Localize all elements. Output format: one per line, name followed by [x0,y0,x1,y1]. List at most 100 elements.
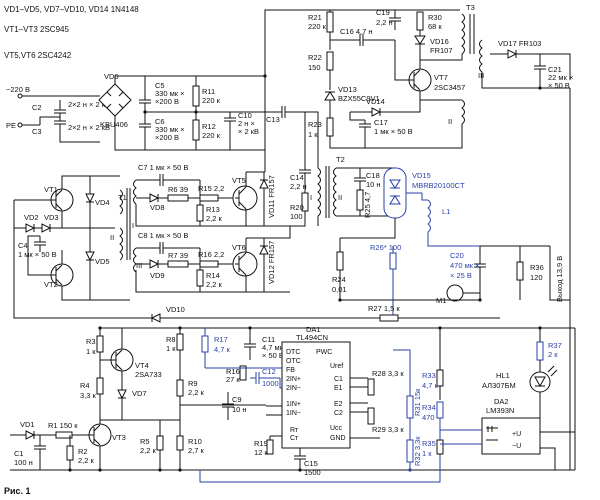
fan-motor-m1: M1 [436,284,464,305]
svg-text:C21: C21 [548,65,562,74]
svg-text:VD9: VD9 [150,271,165,280]
capacitor-c13: C13 [240,106,305,124]
svg-text:PWC: PWC [316,349,332,356]
svg-text:MBRB20100CT: MBRB20100CT [412,181,465,190]
svg-text:R16: R16 [226,367,240,376]
resistor-r19: R19 12 к [254,439,274,457]
diode-vd14: VD14 [350,97,421,117]
resistor-r24: R24 0,01 [332,251,347,300]
svg-text:R19: R19 [254,439,268,448]
resistor-r26: R26* 100 [370,243,401,320]
svg-text:R4: R4 [80,381,90,390]
capacitor-c17: C17 1 мк × 50 В [359,118,413,148]
diode-vd5: VD5 [85,228,110,300]
svg-text:Uref: Uref [330,363,343,370]
svg-text:68 к: 68 к [428,22,442,31]
capacitor-c14: C14 2,2 н [290,112,311,191]
diode-vd2: VD2 [24,213,39,233]
resistor-r31: R31 15к [406,388,422,419]
resistor-r5: R5 2,2 к [140,420,164,470]
pe-label: PE [6,121,16,130]
svg-text:150: 150 [308,63,321,72]
resistor-r8: R8 1 к [166,328,184,360]
capacitor-c11: C11 4,7 мк × × 50 В [244,328,289,360]
svg-text:C1: C1 [334,376,343,383]
svg-text:R28 3,3 к: R28 3,3 к [372,369,404,378]
svg-text:C16 4,7 н: C16 4,7 н [340,27,373,36]
svg-text:BZX55C9V1: BZX55C9V1 [338,94,380,103]
svg-text:Uсс: Uсс [330,425,343,432]
resistor-r13: R13 2,2 к [196,204,223,223]
resistor-r32: R32 3,3к [406,436,422,466]
resistor-r10: R10 2,7 к [176,405,205,470]
svg-text:R13: R13 [206,205,220,214]
svg-text:T1: T1 [118,193,127,202]
capacitor-c20: C20 470 мк × × 25 В [450,246,486,282]
svg-text:R30: R30 [428,13,442,22]
svg-text:C13: C13 [266,115,280,124]
capacitor-c18: C18 10 н [354,168,381,190]
svg-text:R29 3,3 к: R29 3,3 к [372,425,404,434]
svg-text:Cт: Cт [290,435,299,442]
svg-text:100 н: 100 н [14,458,33,467]
svg-text:C8 1 мк × 50 В: C8 1 мк × 50 В [138,231,188,240]
svg-text:22 мк ×: 22 мк × [548,73,573,82]
transistor-vt2: VT2 [40,263,74,289]
svg-text:VD1: VD1 [20,420,35,429]
svg-text:VD8: VD8 [150,203,165,212]
svg-text:C9: C9 [232,395,242,404]
inductor-l1: L1 [427,199,450,233]
svg-text:KBU406: KBU406 [100,120,128,129]
output-label: Выход 13,9 В [555,256,564,302]
svg-text:VD3: VD3 [44,213,59,222]
svg-text:R1 150 к: R1 150 к [48,421,78,430]
diode-vd15: VD15 MBRB20100CT [383,167,465,219]
diode-vd4: VD4 [85,176,110,228]
svg-text:R26* 100: R26* 100 [370,243,401,252]
resistor-r4: R4 3,3 к [80,360,104,420]
svg-text:330 мк ×: 330 мк × [155,125,185,134]
svg-text:R22: R22 [308,53,322,62]
note-diodes: VD1–VD5, VD7–VD10, VD14 1N4148 [4,5,139,14]
resistor-r21: R21 220 к [308,11,334,33]
svg-text:VT2: VT2 [44,280,58,289]
capacitor-c19: C19 2,2 н [376,8,401,30]
svg-text:T2: T2 [336,155,345,164]
svg-text:C6: C6 [155,117,165,126]
resistor-r16-variable: R16 27 к [226,365,247,384]
transformer-t3-label: T3 [466,3,475,12]
svg-text:C10: C10 [238,111,252,120]
svg-text:I: I [310,193,312,202]
svg-text:R5: R5 [140,437,150,446]
svg-text:470: 470 [422,413,435,422]
svg-text:VT6: VT6 [232,243,246,252]
svg-text:C20: C20 [450,251,464,260]
svg-text:27 к: 27 к [226,375,240,384]
ic-da1-tl494: DA1 TL494CN DTC PWC OTC FB Uref 2IN+ 2IN… [281,325,351,449]
transformer-t3: III II [448,13,484,126]
transistor-vt5: VT5 [232,172,258,226]
resistor-r12: R12 220 к [192,112,221,150]
capacitor-c21: C21 22 мк × × 50 В [534,54,573,90]
svg-text:C12: C12 [262,367,276,376]
svg-text:VD7: VD7 [132,389,147,398]
transformer-t1: T1 I II III [110,179,142,273]
diode-vd10: VD10 [40,305,185,323]
svg-text:VT5: VT5 [232,176,246,185]
svg-text:R25 4,7: R25 4,7 [363,192,372,218]
note-transistors-vt5-vt6: VT5,VT6 2SC4242 [4,51,72,60]
svg-text:Rт: Rт [290,427,299,434]
svg-text:2,2 н: 2,2 н [376,18,393,27]
svg-text:× 2 кВ: × 2 кВ [238,127,259,136]
svg-text:C2: C2 [334,410,343,417]
diode-vd9: VD9 [136,259,168,280]
svg-text:VD15: VD15 [412,171,431,180]
resistor-r7: R7 39 [167,251,189,268]
capacitor-c10: C10 2 н × × 2 кВ [224,111,259,150]
svg-text:VD14: VD14 [366,97,385,106]
svg-text:× 50 В: × 50 В [262,351,284,360]
capacitor-c2: C2 2×2 н × 2 кВ [32,100,110,114]
svg-text:0,01: 0,01 [332,285,347,294]
resistor-r33: R33 4,7 к [422,328,444,400]
